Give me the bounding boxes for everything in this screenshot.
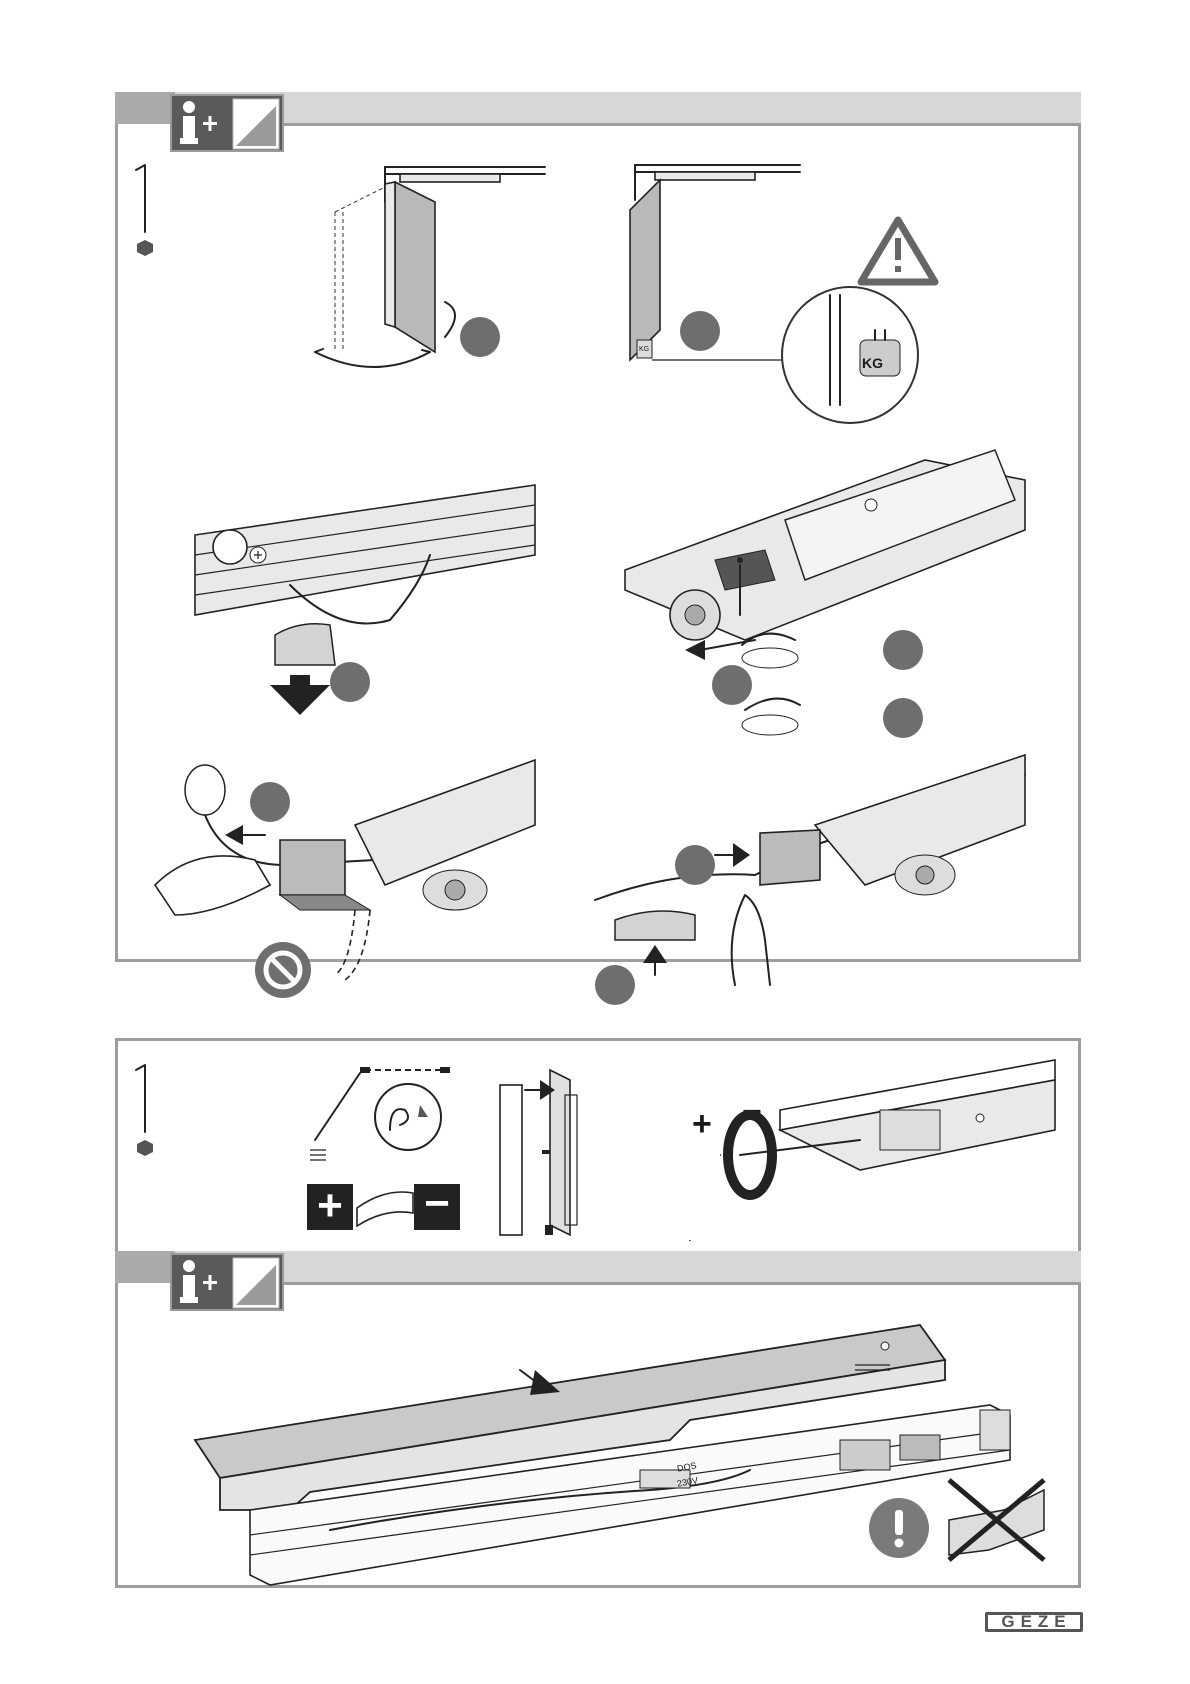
step-marker-1 xyxy=(460,317,500,357)
brand-logo-text: GEZE xyxy=(996,1612,1071,1632)
section-frame-1-topline xyxy=(268,123,1081,126)
step-marker-7 xyxy=(250,782,290,822)
info-box-3 xyxy=(170,1253,284,1311)
exclamation-icon xyxy=(133,1060,163,1160)
panel-door-swing xyxy=(315,162,545,372)
crossed-out-cover-icon xyxy=(944,1475,1054,1565)
spring-increase-box: + xyxy=(307,1184,353,1230)
door-icon xyxy=(495,1065,585,1240)
step-marker-8 xyxy=(675,845,715,885)
caution-circle-icon xyxy=(869,1498,929,1558)
step-marker-4 xyxy=(883,630,923,670)
brand-logo: GEZE xyxy=(985,1612,1083,1632)
prohibited-icon xyxy=(253,940,313,1000)
exclamation-icon xyxy=(133,160,163,260)
spring-increase-label: + xyxy=(317,1181,343,1230)
panel-pull-cable xyxy=(155,745,535,1005)
step-marker-6 xyxy=(883,698,923,738)
info-plus-icon xyxy=(172,1255,286,1313)
step-marker-5 xyxy=(712,665,752,705)
spring-closer-icon xyxy=(305,1065,455,1165)
panel-remove-cover xyxy=(190,475,550,715)
step-marker-2 xyxy=(680,311,720,351)
info-box-1 xyxy=(170,94,284,152)
spring-decrease-label: − xyxy=(424,1179,450,1228)
spring-decrease-box: − xyxy=(414,1184,460,1230)
tilde-icon xyxy=(355,1188,415,1228)
panel-adjust-unit xyxy=(625,440,1045,730)
section-frame-3-topline xyxy=(268,1282,1081,1285)
info-plus-icon xyxy=(172,96,286,154)
step-marker-3 xyxy=(330,662,370,702)
hex-key-adjust-icon xyxy=(680,1060,1060,1240)
small-weight-label: KG xyxy=(639,346,649,353)
panel-insert-cable xyxy=(595,745,1035,985)
step-marker-9 xyxy=(595,965,635,1005)
cover-mount-icon xyxy=(190,1320,1030,1600)
weight-label: KG xyxy=(862,355,883,371)
